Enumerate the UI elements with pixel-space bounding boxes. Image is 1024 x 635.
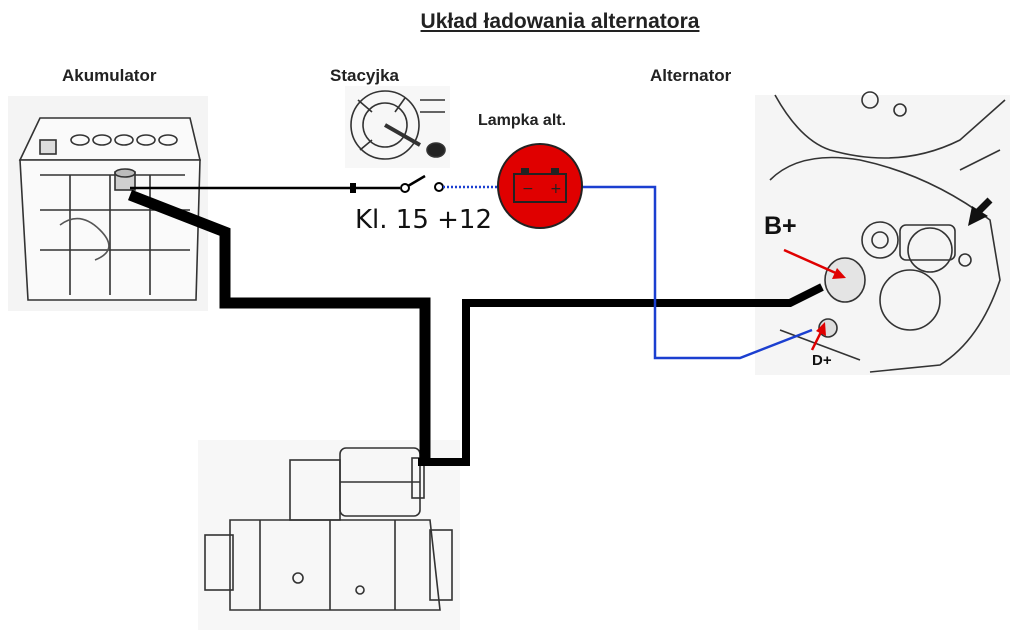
switch-contact-right [434, 182, 444, 192]
bplus-arrow [783, 248, 839, 276]
alternator-drawing [755, 91, 1010, 375]
dplus-terminal-label: D+ [812, 352, 832, 369]
lamp-plus-symbol: + [550, 181, 562, 197]
terminal-15-label: Kl. 15 +12 [355, 205, 493, 235]
wire-marker [350, 183, 356, 193]
wire-lamp-to-dplus [580, 185, 813, 360]
alternator-label: Alternator [650, 66, 732, 85]
ignition-switch-drawing [345, 86, 450, 168]
warning-lamp-label: Lampka alt. [478, 112, 567, 129]
battery-drawing [8, 96, 208, 311]
main-cable-battery-starter [128, 189, 431, 462]
starter-drawing [198, 440, 460, 630]
ignition-switch-label: Stacyjka [330, 66, 399, 85]
warning-lamp: − + [497, 143, 583, 229]
switch-lever [407, 174, 426, 188]
main-cable-starter-alternator [418, 283, 824, 466]
bplus-arrowhead [832, 268, 846, 279]
switch-contact-left [400, 183, 410, 193]
bplus-terminal-label: B+ [764, 212, 797, 240]
dplus-arrowhead [816, 322, 826, 336]
battery-label: Akumulator [62, 66, 157, 85]
dplus-arrow [810, 329, 824, 351]
lamp-minus-symbol: − [522, 181, 534, 197]
diagram-title: Układ ładowania alternatora [420, 10, 700, 33]
